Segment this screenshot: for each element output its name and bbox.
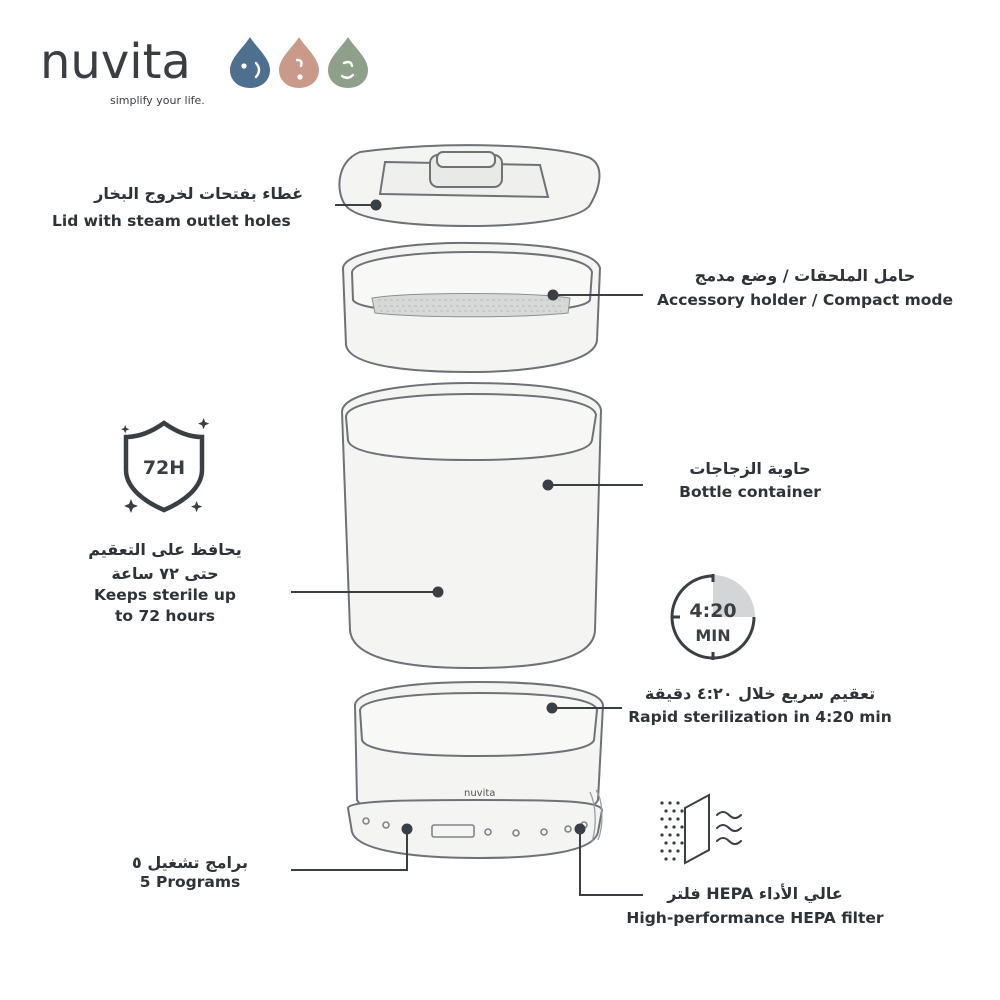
leader-dot-programs (401, 823, 413, 835)
callout-bottle-arabic: حاوية الزجاجات (689, 459, 811, 478)
brand-tagline: simplify your life. (110, 94, 205, 107)
callout-programs-english: 5 Programs (139, 873, 241, 892)
callout-sterile-english-line1: Keeps sterile up (94, 586, 236, 605)
leader-dot-lid (370, 199, 382, 211)
callout-hepa: عالي الأداء HEPA فلتر High-performance H… (600, 884, 910, 928)
callout-lid: غطاء بفتحات لخروج البخار (94, 184, 303, 203)
drop-icon-pink (279, 37, 319, 88)
callout-sterile-arabic-line2: حتى ٧٢ ساعة (111, 564, 219, 584)
brand-drops (230, 37, 368, 88)
hepa-filter-icon (660, 793, 742, 865)
timer-time-text: 4:20 (689, 600, 736, 622)
accessory-holder-part (341, 241, 602, 374)
leader-programs (291, 829, 408, 871)
timer-unit-text: MIN (695, 626, 730, 645)
shield-badge-text: 72H (143, 457, 185, 479)
callout-bottle: حاوية الزجاجات Bottle container (650, 459, 850, 502)
callout-sterile-english-line2: to 72 hours (114, 606, 215, 625)
callout-rapid: تعقيم سريع خلال ٤:٢٠ دقيقة Rapid sterili… (610, 684, 910, 727)
timer-icon: 4:20 MIN (670, 574, 756, 660)
callout-rapid-english: Rapid sterilization in 4:20 min (628, 708, 892, 727)
callout-lid-arabic: غطاء بفتحات لخروج البخار (94, 184, 303, 203)
callout-bottle-english: Bottle container (679, 483, 821, 502)
callout-hepa-arabic: عالي الأداء HEPA فلتر (667, 884, 843, 903)
leader-lines (291, 199, 643, 896)
drop-icon-blue (230, 37, 270, 88)
leader-dot-hepa (574, 823, 586, 835)
callout-sterile: يحافظ على التعقيم حتى ٧٢ ساعة Keeps ster… (70, 540, 260, 626)
device-logo-text: nuvita (464, 788, 495, 799)
leader-dot-accessory (547, 289, 559, 301)
lid-part (338, 144, 601, 228)
callout-lid-en-wrap: Lid with steam outlet holes (52, 212, 291, 231)
leader-hepa (579, 829, 643, 896)
callout-hepa-english: High-performance HEPA filter (626, 909, 884, 928)
callout-accessory-arabic: حامل الملحقات / وضع مدمج (694, 266, 916, 285)
callout-programs-arabic: برامج تشغيل ٥ (132, 853, 248, 872)
callout-programs: برامج تشغيل ٥ 5 Programs (120, 853, 260, 892)
callout-accessory-english: Accessory holder / Compact mode (657, 291, 953, 310)
callout-sterile-arabic-line1: يحافظ على التعقيم (88, 540, 242, 559)
leader-dot-sterile (432, 586, 444, 598)
brand-logo-wordmark: nuvita (40, 34, 191, 90)
callout-accessory: حامل الملحقات / وضع مدمج Accessory holde… (640, 266, 970, 310)
leader-dot-rapid (546, 702, 558, 714)
shield-icon: 72H (121, 418, 210, 513)
callout-rapid-arabic: تعقيم سريع خلال ٤:٢٠ دقيقة (644, 684, 876, 703)
bottle-container-part (340, 381, 603, 670)
drop-icon-green (328, 37, 368, 88)
leader-dot-bottle (542, 479, 554, 491)
base-unit-part (346, 680, 605, 860)
callout-lid-english: Lid with steam outlet holes (52, 212, 291, 230)
